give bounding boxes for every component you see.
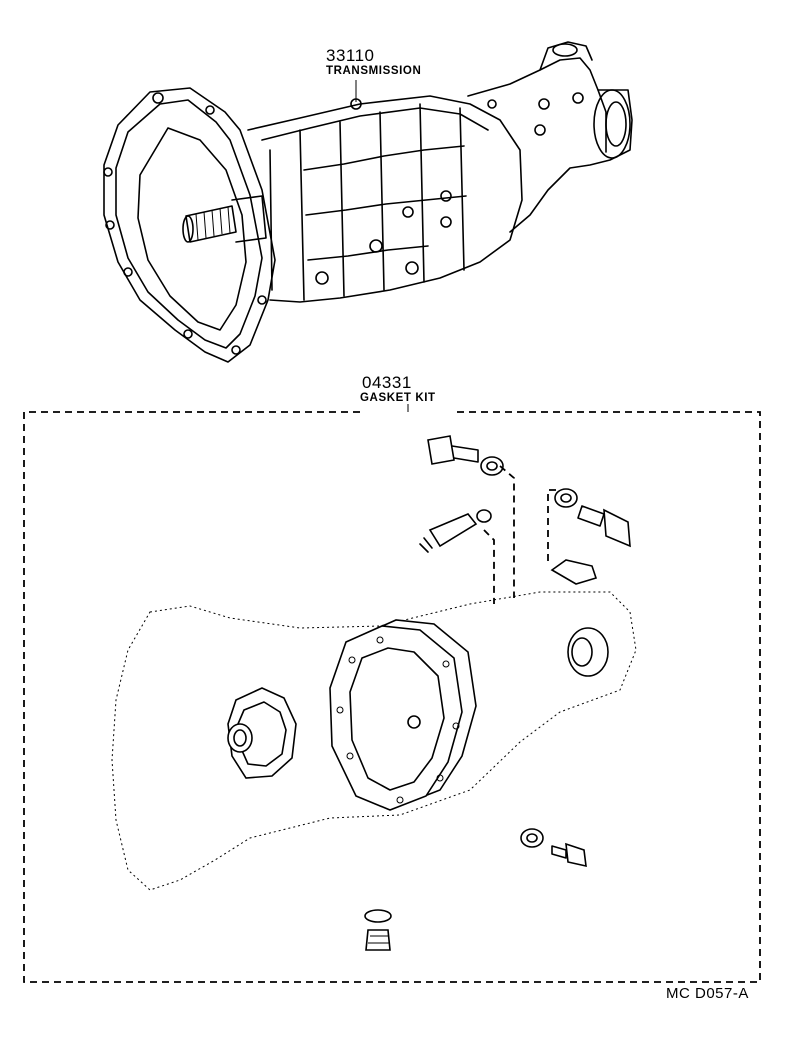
part-name-transmission: TRANSMISSION [326, 65, 422, 77]
input-shaft [182, 195, 267, 243]
figure-code: MC D057-A [666, 985, 749, 1002]
small-plate-gasket [550, 559, 598, 585]
front-retainer-gasket [227, 687, 297, 779]
drain-plug-lower [520, 828, 587, 868]
flange-bolt-holes [103, 92, 267, 355]
oil-seal-rear [567, 627, 609, 677]
drain-plug-upper [427, 435, 504, 476]
drain-plug-bottom [364, 909, 392, 951]
cover-gasket-pair [329, 619, 477, 811]
drain-plug-right [554, 488, 631, 548]
transmission-drawing [103, 41, 633, 363]
part-name-gasket-kit: GASKET KIT [360, 392, 436, 404]
part-number-gasket-kit: 04331 [362, 373, 412, 392]
part-number-transmission: 33110 [326, 46, 375, 65]
speedometer-sleeve [419, 509, 492, 553]
case-bolts [315, 98, 452, 285]
kit-boundary [23, 411, 761, 983]
